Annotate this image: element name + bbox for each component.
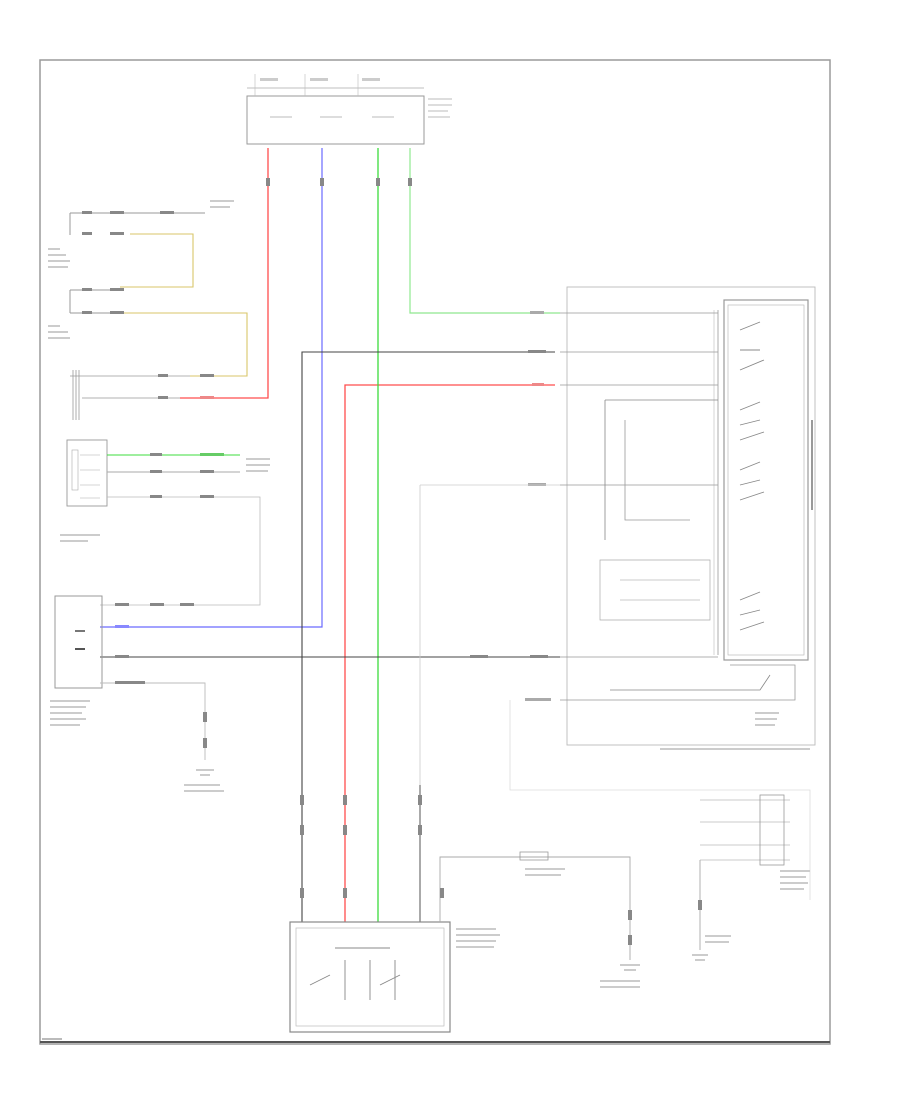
left-harness [72,370,180,420]
left-top-labels [48,200,270,472]
left-controller-box [50,595,103,726]
bottom-relay-block [289,921,500,1033]
wire-connector-marks [82,178,702,945]
bottom-mid-wire [439,856,631,960]
right-switch-assembly [560,286,816,750]
gray-wire-left-top [69,212,205,314]
meter-gray-wire-2 [100,496,261,606]
right-terminal-marks [470,311,551,701]
combination-meter-block [60,439,108,542]
red-wire-lower [344,384,555,922]
top-switch-connector [246,74,452,145]
black-wire-top [301,351,555,922]
bottom-right-component [692,794,810,961]
ground-symbol-left [184,769,224,792]
gray-lead-3 [509,700,811,900]
ground-symbol-bottom [600,964,640,988]
light-green-wire [409,148,560,314]
diagram-frame [39,59,831,1045]
yellow-wire [120,233,248,377]
bottom-mid-connector [519,851,565,876]
left-ground-wire [100,682,206,760]
blue-wire [100,148,323,628]
